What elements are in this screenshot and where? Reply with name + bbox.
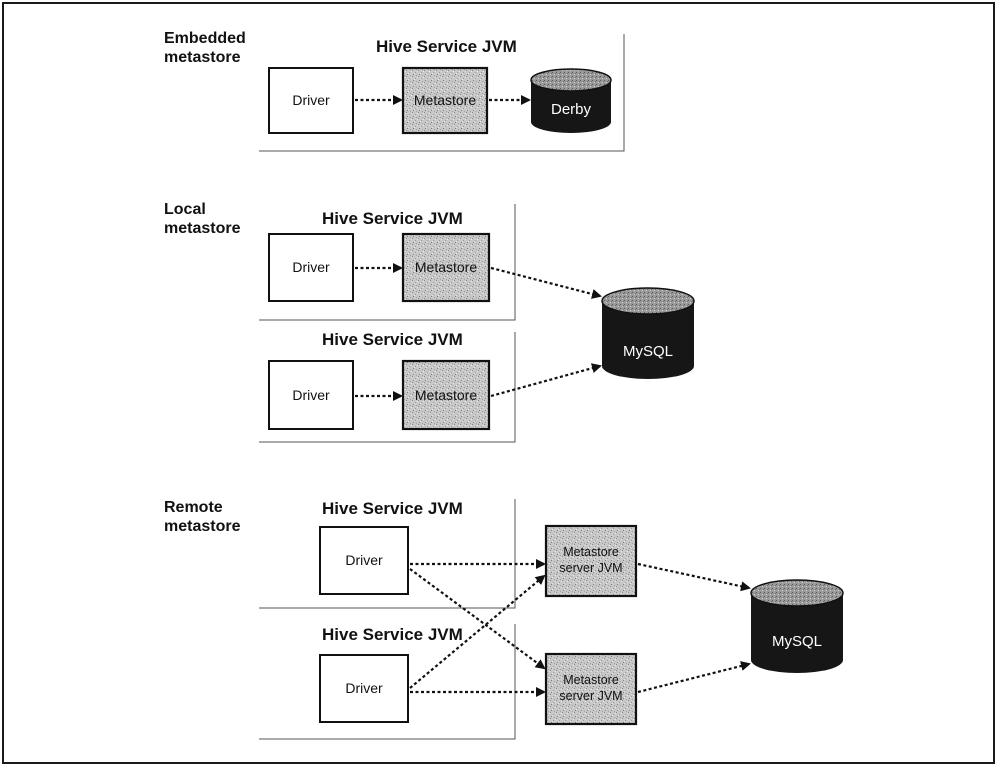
embedded-jvm-title: Hive Service JVM: [376, 37, 517, 56]
remote-metastore-server1-line1: Metastore: [563, 545, 619, 559]
local-jvm2-metastore-label: Metastore: [415, 387, 477, 403]
embedded-driver-label: Driver: [292, 92, 330, 108]
derby-label: Derby: [551, 101, 592, 118]
remote-metastore-server2-line2: server JVM: [559, 689, 622, 703]
embedded-jvm-boundary: [259, 34, 625, 152]
remote-driver1-to-server2-arrow: [409, 568, 546, 670]
embedded-metastore-label: Metastore: [414, 92, 476, 108]
remote-metastore-server1-box: [544, 524, 638, 598]
local-mysql-label: MySQL: [623, 343, 673, 360]
remote-jvm1-driver-box: [319, 526, 409, 595]
derby-database-icon: Derby: [530, 68, 612, 133]
metastore-diagram: Embedded metastore Hive Service JVM Driv…: [164, 30, 844, 740]
local-jvm2-driver-box: [268, 360, 354, 430]
remote-jvm2-boundary: [259, 624, 516, 740]
remote-jvm2-driver-label: Driver: [345, 680, 383, 696]
remote-metastore-server2-box: [544, 652, 638, 726]
remote-jvm1-title: Hive Service JVM: [322, 499, 463, 518]
remote-label-line2: metastore: [164, 518, 241, 535]
local-jvm1-title: Hive Service JVM: [322, 209, 463, 228]
embedded-section: Embedded metastore Hive Service JVM Driv…: [164, 30, 625, 152]
embedded-driver-box: [268, 67, 354, 134]
local-jvm1-driver-box: [268, 233, 354, 302]
remote-jvm2-title: Hive Service JVM: [322, 625, 463, 644]
remote-server2-to-mysql-arrow: [637, 661, 751, 694]
local-section: Local metastore Hive Service JVM Driver …: [164, 201, 695, 443]
local-mysql-database-icon: MySQL: [601, 287, 695, 379]
local-jvm2-title: Hive Service JVM: [322, 330, 463, 349]
local-jvm2-metastore-box: [401, 359, 491, 431]
remote-jvm1-boundary: [259, 499, 516, 609]
local-jvm1-metastore-label: Metastore: [415, 259, 477, 275]
remote-section: Remote metastore Hive Service JVM Driver…: [164, 499, 844, 740]
local-metastore1-to-mysql-arrow: [490, 266, 602, 299]
remote-jvm1-driver-label: Driver: [345, 552, 383, 568]
remote-mysql-database-icon: MySQL: [750, 579, 844, 673]
remote-mysql-label: MySQL: [772, 633, 822, 650]
local-jvm1-metastore-box: [401, 232, 491, 303]
local-jvm1-driver-label: Driver: [292, 259, 330, 275]
remote-metastore-server2-line1: Metastore: [563, 673, 619, 687]
embedded-metastore-box: [401, 66, 489, 135]
local-metastore2-to-mysql-arrow: [490, 363, 602, 398]
local-jvm1-boundary: [259, 204, 516, 321]
remote-server1-to-mysql-arrow: [637, 562, 751, 592]
local-label-line2: metastore: [164, 220, 241, 237]
remote-metastore-server1-line2: server JVM: [559, 561, 622, 575]
remote-driver2-to-server1-arrow: [409, 574, 546, 689]
local-jvm2-driver-label: Driver: [292, 387, 330, 403]
local-jvm2-boundary: [259, 332, 516, 443]
local-label-line1: Local: [164, 201, 206, 218]
remote-label-line1: Remote: [164, 499, 223, 516]
embedded-label-line1: Embedded: [164, 30, 246, 47]
embedded-label-line2: metastore: [164, 49, 241, 66]
remote-jvm2-driver-box: [319, 654, 409, 723]
